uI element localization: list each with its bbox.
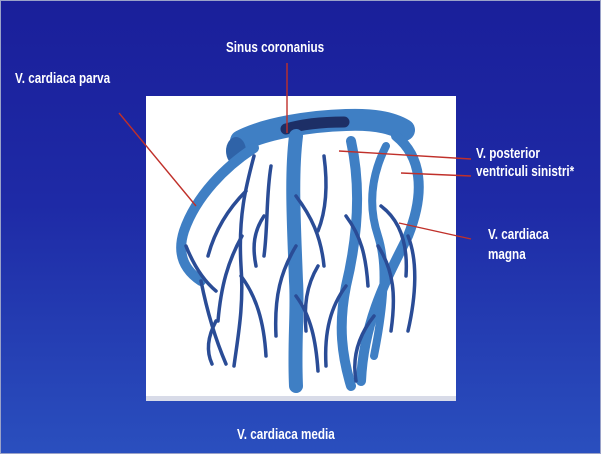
- leader-v-posterior-b: [400, 172, 472, 177]
- leader-v-posterior-a: [338, 150, 472, 160]
- label-v-posterior-line2: ventriculi sinistri*: [476, 163, 575, 180]
- leader-v-cardiaca-magna: [398, 222, 472, 240]
- label-v-cardiaca-magna-line1: V. cardiaca: [488, 226, 549, 243]
- sinus-coronarius-lumen: [280, 116, 350, 135]
- leader-v-cardiaca-parva: [118, 112, 197, 207]
- label-v-cardiaca-magna-line2: magna: [488, 246, 526, 263]
- heart-veins-drawing: [146, 108, 456, 401]
- label-v-cardiaca-parva: V. cardiaca parva: [15, 70, 111, 87]
- label-v-cardiaca-media: V. cardiaca media: [237, 426, 335, 443]
- heart-veins-illustration: [146, 96, 456, 401]
- left-marginal-vessel: [176, 143, 259, 286]
- illustration-base: [146, 396, 456, 401]
- inner-right-vessel: [368, 142, 390, 360]
- small-veins: [184, 154, 417, 383]
- label-sinus-coronarius: Sinus coronanius: [226, 39, 325, 56]
- middle-cardiac-vessel: [286, 129, 304, 393]
- label-v-posterior-line1: V. posterior: [476, 145, 540, 162]
